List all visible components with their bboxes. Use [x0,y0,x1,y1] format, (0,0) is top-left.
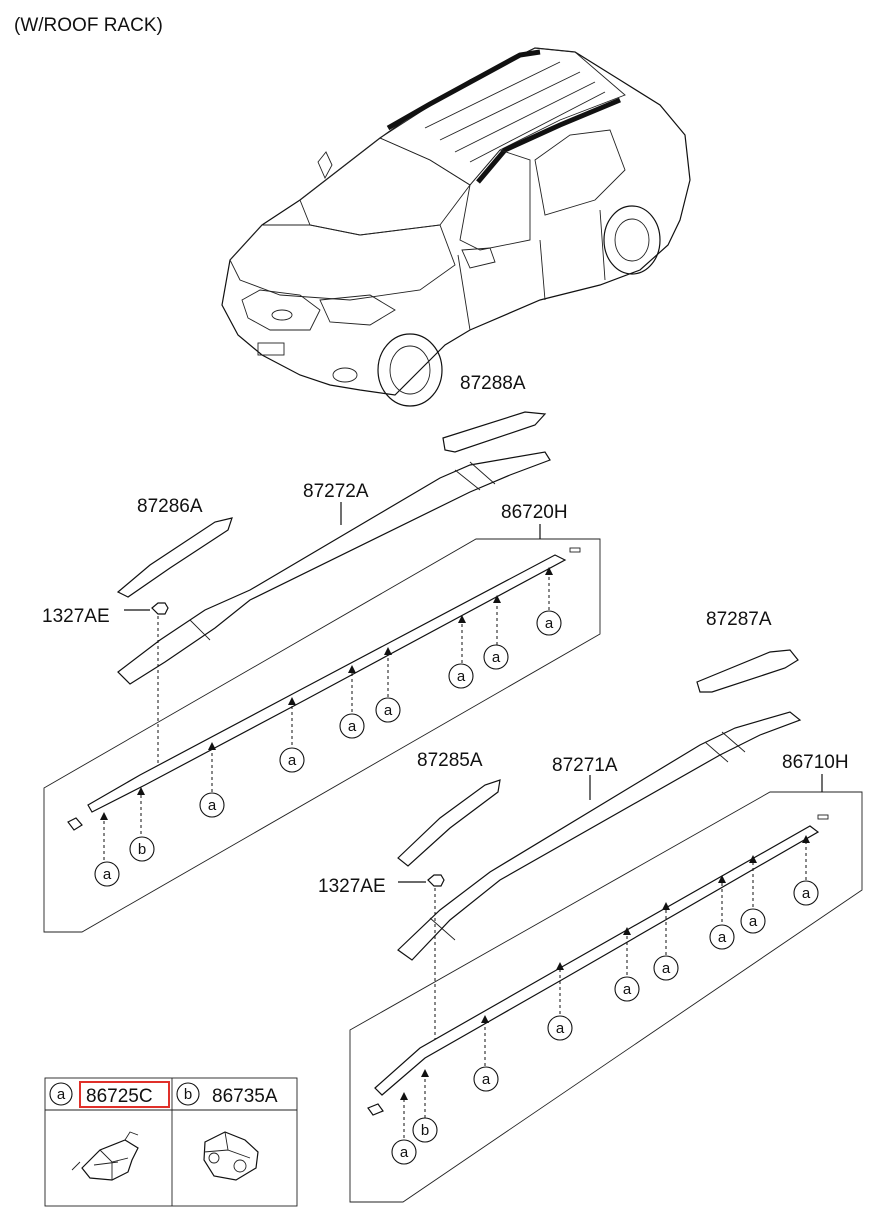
label-87286a: 87286A [137,496,203,517]
highlight-box-86725c [79,1081,170,1108]
part-87286a-shape [116,517,233,598]
label-1327ae-bottom: 1327AE [318,876,386,897]
legend-table: a 86725C b 86735A [44,1077,298,1207]
part-86710h-shape [374,825,820,1096]
svg-text:a: a [556,1020,565,1037]
legend-a-key: a [57,1086,66,1103]
nut-1327ae-top [151,602,169,615]
label-87285a: 87285A [417,750,483,771]
part-87287a-shape [696,649,799,693]
nut-1327ae-bottom [427,874,445,887]
callouts-top-set: a b a a a a a a a [94,610,562,887]
legend-a-part[interactable]: 86725C [86,1086,153,1107]
svg-text:a: a [348,718,357,735]
svg-text:a: a [288,752,297,769]
callouts-bottom-set: a b a a a a a a a [391,880,819,1165]
arrows-bottom-set [400,835,810,1138]
svg-text:a: a [384,702,393,719]
clip-icon [71,1131,139,1181]
svg-text:a: a [718,929,727,946]
label-87288a: 87288A [460,373,526,394]
label-87287a: 87287A [706,609,772,630]
label-87271a: 87271A [552,755,618,776]
label-87272a: 87272A [303,481,369,502]
legend-b-marker [176,1082,200,1106]
svg-text:a: a [545,615,554,632]
suv-vehicle-illustration [221,47,691,407]
assembly-box-86710h [349,791,863,1203]
part-86720h-shape [87,554,567,813]
part-87288a-shape [442,411,547,453]
part-87271a-shape [397,711,802,961]
svg-text:a: a [457,668,466,685]
svg-text:a: a [662,960,671,977]
svg-text:b: b [421,1122,429,1139]
svg-text:a: a [749,913,758,930]
legend-b-part[interactable]: 86735A [212,1086,278,1107]
svg-text:a: a [400,1144,409,1161]
legend-a-marker [49,1082,73,1106]
arrows-top-set [100,567,553,860]
part-87272a-shape [117,451,551,685]
assembly-box-86720h [43,538,601,933]
svg-text:a: a [492,649,501,666]
svg-text:a: a [623,981,632,998]
diagram-title: (W/ROOF RACK) [14,15,163,36]
svg-text:a: a [802,885,811,902]
svg-text:b: b [138,841,146,858]
part-87285a-shape [397,779,501,867]
legend-b-key: b [184,1086,192,1103]
label-1327ae-top: 1327AE [42,606,110,627]
svg-text:a: a [208,797,217,814]
svg-text:a: a [482,1071,491,1088]
label-86710h: 86710H [782,752,849,773]
label-86720h: 86720H [501,502,568,523]
bracket-icon [203,1131,259,1181]
svg-text:a: a [103,866,112,883]
